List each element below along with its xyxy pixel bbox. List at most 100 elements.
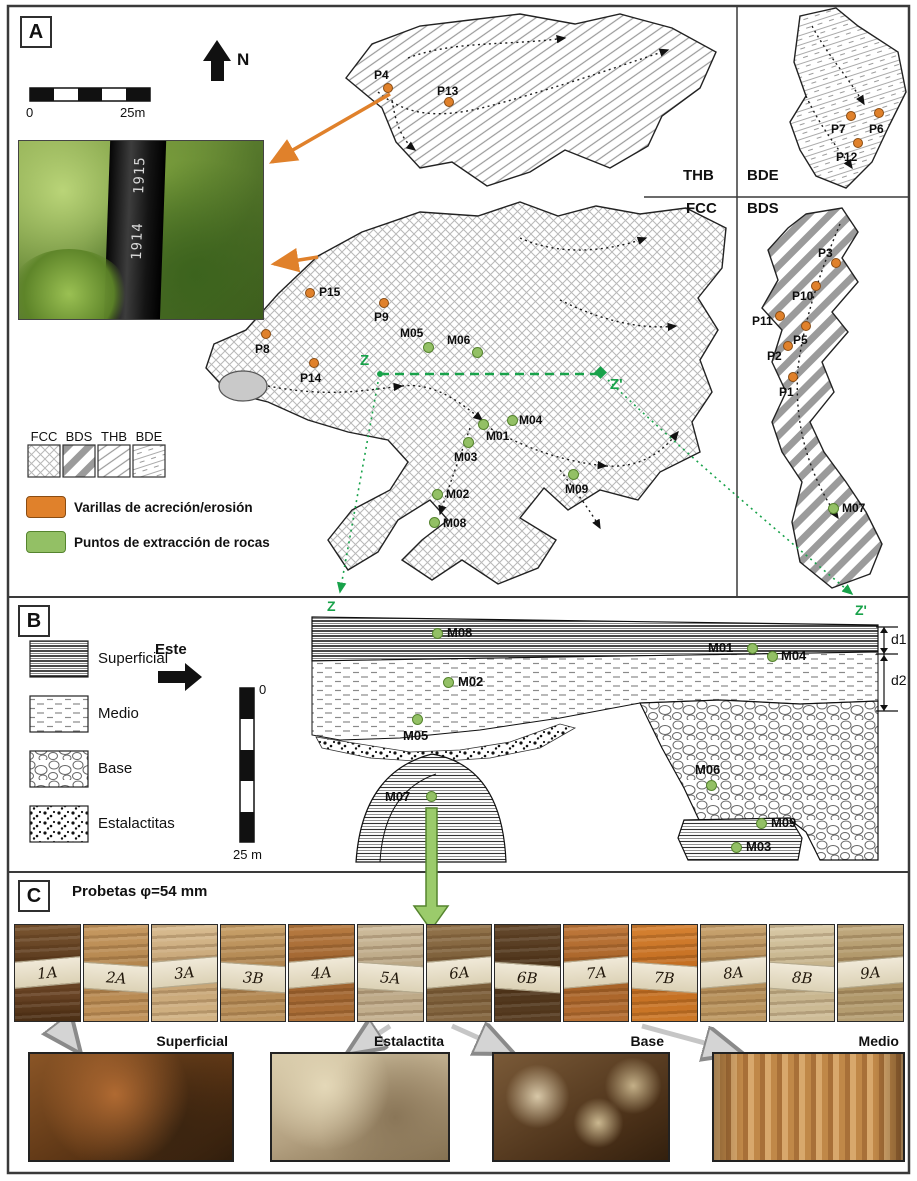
closeup-label-base: Base: [630, 1033, 664, 1049]
section-scale-max: 25 m: [233, 847, 262, 862]
core-sample-8b: 8B: [768, 924, 836, 1022]
algae-blob: [19, 249, 129, 319]
point-label: P6: [869, 122, 884, 136]
core-label: 9A: [859, 962, 882, 983]
spring-pool: [218, 370, 268, 402]
point-label: M07: [385, 789, 411, 804]
point-label: M04: [781, 648, 807, 663]
map-scale-zero: 0: [26, 105, 34, 120]
rock-point-marker: [730, 841, 742, 853]
closeup-photo-superficial: [28, 1052, 234, 1162]
rod-point-marker: [309, 358, 319, 368]
core-label: 3B: [242, 967, 265, 988]
closeup-label-medio: Medio: [858, 1033, 899, 1049]
core-label: 8B: [791, 967, 813, 988]
core-band: 7A: [563, 955, 629, 990]
core-band: 4A: [289, 955, 355, 990]
core-sample-1a: 1A: [14, 924, 81, 1022]
region-label-thb: THB: [683, 167, 714, 184]
point-label: M09: [565, 482, 589, 496]
region-label-bde: BDE: [747, 167, 779, 184]
core-sample-4a: 4A: [288, 924, 356, 1022]
point-label: P14: [300, 371, 322, 385]
point-label: P12: [836, 150, 858, 164]
map-thb: [345, 13, 717, 187]
core-sample-3a: 3A: [151, 924, 218, 1022]
core-band: 3B: [220, 961, 286, 994]
rod-point-marker: [775, 311, 785, 321]
core-sample-3b: 3B: [219, 924, 287, 1022]
rock-point-marker: [567, 468, 579, 480]
section-scale-zero: 0: [259, 682, 267, 697]
rod-number: 1915: [131, 156, 149, 195]
panel-c-tag: C: [18, 880, 50, 912]
point-label: P2: [767, 349, 782, 363]
point-label: P13: [437, 84, 459, 98]
point-label: M05: [403, 728, 429, 743]
core-label: 4A: [310, 962, 333, 983]
map-bds: [761, 207, 883, 589]
rock-point-marker: [411, 713, 423, 725]
section-scale-bar: [239, 687, 255, 843]
core-band: 5A: [358, 961, 423, 994]
map-scale-bar: [29, 87, 151, 102]
point-label: P1: [779, 385, 794, 399]
rock-legend-label: Puntos de extracción de rocas: [74, 535, 270, 550]
rod-point-marker: [801, 321, 811, 331]
core-band: 8B: [769, 961, 835, 994]
rock-legend-swatch: [26, 531, 66, 553]
rock-point-marker: [431, 627, 443, 639]
core-band: 6B: [495, 961, 560, 994]
core-samples-row: 1A 2A 3A 3B 4A 5A 6A 6B 7A 7B 8A 8B 9A: [14, 924, 904, 1022]
core-label: 2A: [105, 967, 127, 988]
east-arrow-icon: [158, 663, 202, 691]
east-label: Este: [155, 641, 187, 658]
rock-point-marker: [766, 650, 778, 662]
point-label: M01: [708, 640, 734, 655]
north-arrow-icon: [203, 40, 231, 81]
core-band: 6A: [426, 955, 492, 990]
rod-point-marker: [261, 329, 271, 339]
rod-legend-label: Varillas de acreción/erosión: [74, 500, 253, 515]
section-legend-medio: Medio: [98, 705, 139, 722]
point-label: P4: [374, 68, 389, 82]
point-label: M08: [443, 516, 467, 530]
core-sample-2a: 2A: [82, 924, 150, 1022]
point-label: P15: [319, 285, 341, 299]
point-label: M02: [446, 487, 470, 501]
point-label: M07: [842, 501, 866, 515]
panel-borders: [6, 4, 911, 1175]
rod-point-marker: [383, 83, 393, 93]
rock-point-marker: [471, 346, 483, 358]
section-legend-base: Base: [98, 760, 133, 777]
closeup-photo-base: [492, 1052, 670, 1162]
section-legend-estalactitas: Estalactitas: [98, 815, 175, 832]
core-label: 7B: [653, 967, 676, 988]
core-sample-6a: 6A: [425, 924, 493, 1022]
rod-point-marker: [379, 298, 389, 308]
core-sample-6b: 6B: [494, 924, 561, 1022]
rod-point-marker: [853, 138, 863, 148]
closeup-photo-estalactita: [270, 1052, 450, 1162]
legend-label-bds: BDS: [65, 429, 93, 444]
rod-photo: 1915 1914: [18, 140, 264, 320]
rock-point-marker: [755, 817, 767, 829]
rod-point-marker: [874, 108, 884, 118]
section-z-label: Z: [327, 598, 336, 614]
section-zprime-label: Z': [855, 602, 867, 618]
point-label: M09: [771, 815, 797, 830]
rod-point-marker: [788, 372, 798, 382]
rod-point-marker: [444, 97, 454, 107]
rock-point-marker: [442, 676, 454, 688]
point-label: P9: [374, 310, 389, 324]
point-label: M06: [695, 762, 721, 777]
rock-point-marker: [462, 436, 474, 448]
point-label: M05: [400, 326, 424, 340]
core-sample-8a: 8A: [700, 924, 767, 1022]
core-label: 1A: [36, 962, 59, 983]
cores-title: Probetas φ=54 mm: [72, 883, 208, 900]
cross-section-drawing: [311, 616, 898, 863]
core-label: 5A: [379, 967, 402, 988]
point-label: M03: [746, 839, 772, 854]
